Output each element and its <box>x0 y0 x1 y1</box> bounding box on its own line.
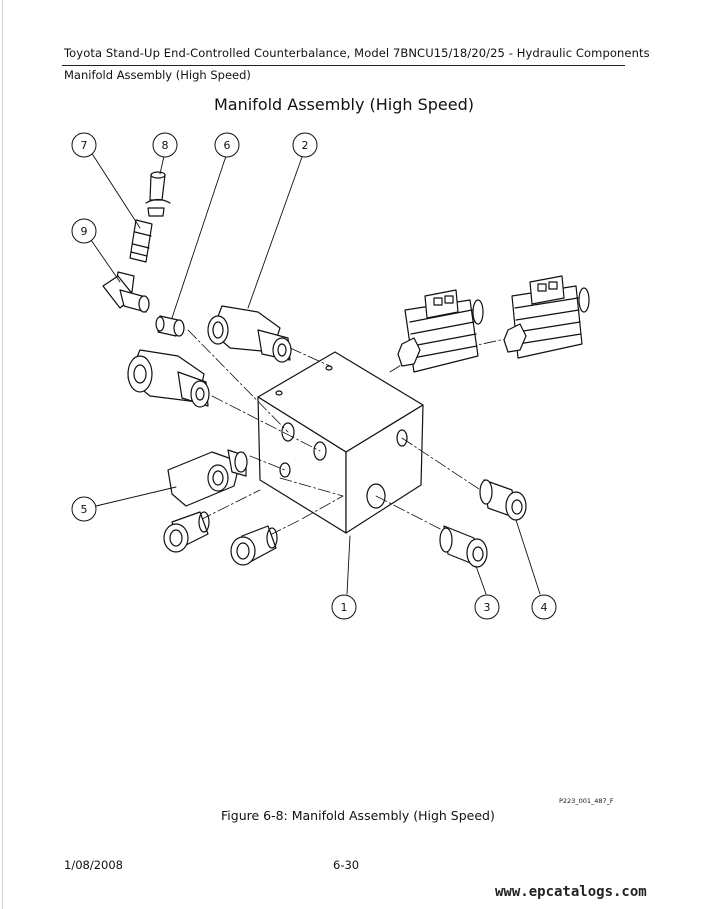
svg-text:8: 8 <box>162 139 169 152</box>
callouts: 1 2 3 4 5 6 7 8 9 <box>71 132 557 620</box>
part-plug-lower-left-1 <box>163 511 210 553</box>
part-solenoid-coil-2 <box>503 275 590 359</box>
callout-5: 5 <box>71 496 97 522</box>
callout-9: 9 <box>71 218 97 244</box>
part-9-elbow <box>102 271 150 313</box>
watermark-link[interactable]: www.epcatalogs.com <box>495 884 647 900</box>
part-plug-lower-left-2 <box>230 525 278 566</box>
figure-caption: Figure 6-8: Manifold Assembly (High Spee… <box>221 808 495 823</box>
svg-text:9: 9 <box>81 225 88 238</box>
page-left-edge <box>2 0 3 909</box>
callout-6: 6 <box>214 132 240 158</box>
svg-text:7: 7 <box>81 139 88 152</box>
callout-3: 3 <box>474 594 500 620</box>
part-8-test-coupling <box>145 171 171 217</box>
leader-lines <box>90 151 541 595</box>
part-7-adapter <box>129 219 153 263</box>
header-title: Toyota Stand-Up End-Controlled Counterba… <box>64 46 650 60</box>
callout-8: 8 <box>152 132 178 158</box>
figure-reference-code: P223_001_487_F <box>559 797 614 805</box>
part-3-plug <box>439 525 488 568</box>
centre-lines <box>187 329 511 536</box>
svg-text:1: 1 <box>341 601 348 614</box>
page-title: Manifold Assembly (High Speed) <box>213 95 474 114</box>
part-4-plug <box>479 479 527 521</box>
part-6-orifice-plug <box>155 315 185 337</box>
svg-text:6: 6 <box>224 139 231 152</box>
header-rule <box>62 65 625 66</box>
callout-4: 4 <box>531 594 557 620</box>
svg-text:5: 5 <box>81 503 88 516</box>
svg-text:3: 3 <box>484 601 491 614</box>
part-solenoid-coil-1 <box>397 289 484 373</box>
footer-date: 1/08/2008 <box>64 858 123 872</box>
part-5-cartridge-valve <box>167 449 248 507</box>
svg-text:2: 2 <box>302 139 309 152</box>
part-cartridge-valve-left <box>127 349 210 408</box>
callout-2: 2 <box>292 132 318 158</box>
header-section: Manifold Assembly (High Speed) <box>64 68 251 82</box>
svg-text:4: 4 <box>541 601 548 614</box>
manifold-block <box>257 351 424 534</box>
part-2-cartridge-valve <box>207 305 292 363</box>
callout-1: 1 <box>331 594 357 620</box>
callout-7: 7 <box>71 132 97 158</box>
footer-page-number: 6-30 <box>333 858 360 872</box>
